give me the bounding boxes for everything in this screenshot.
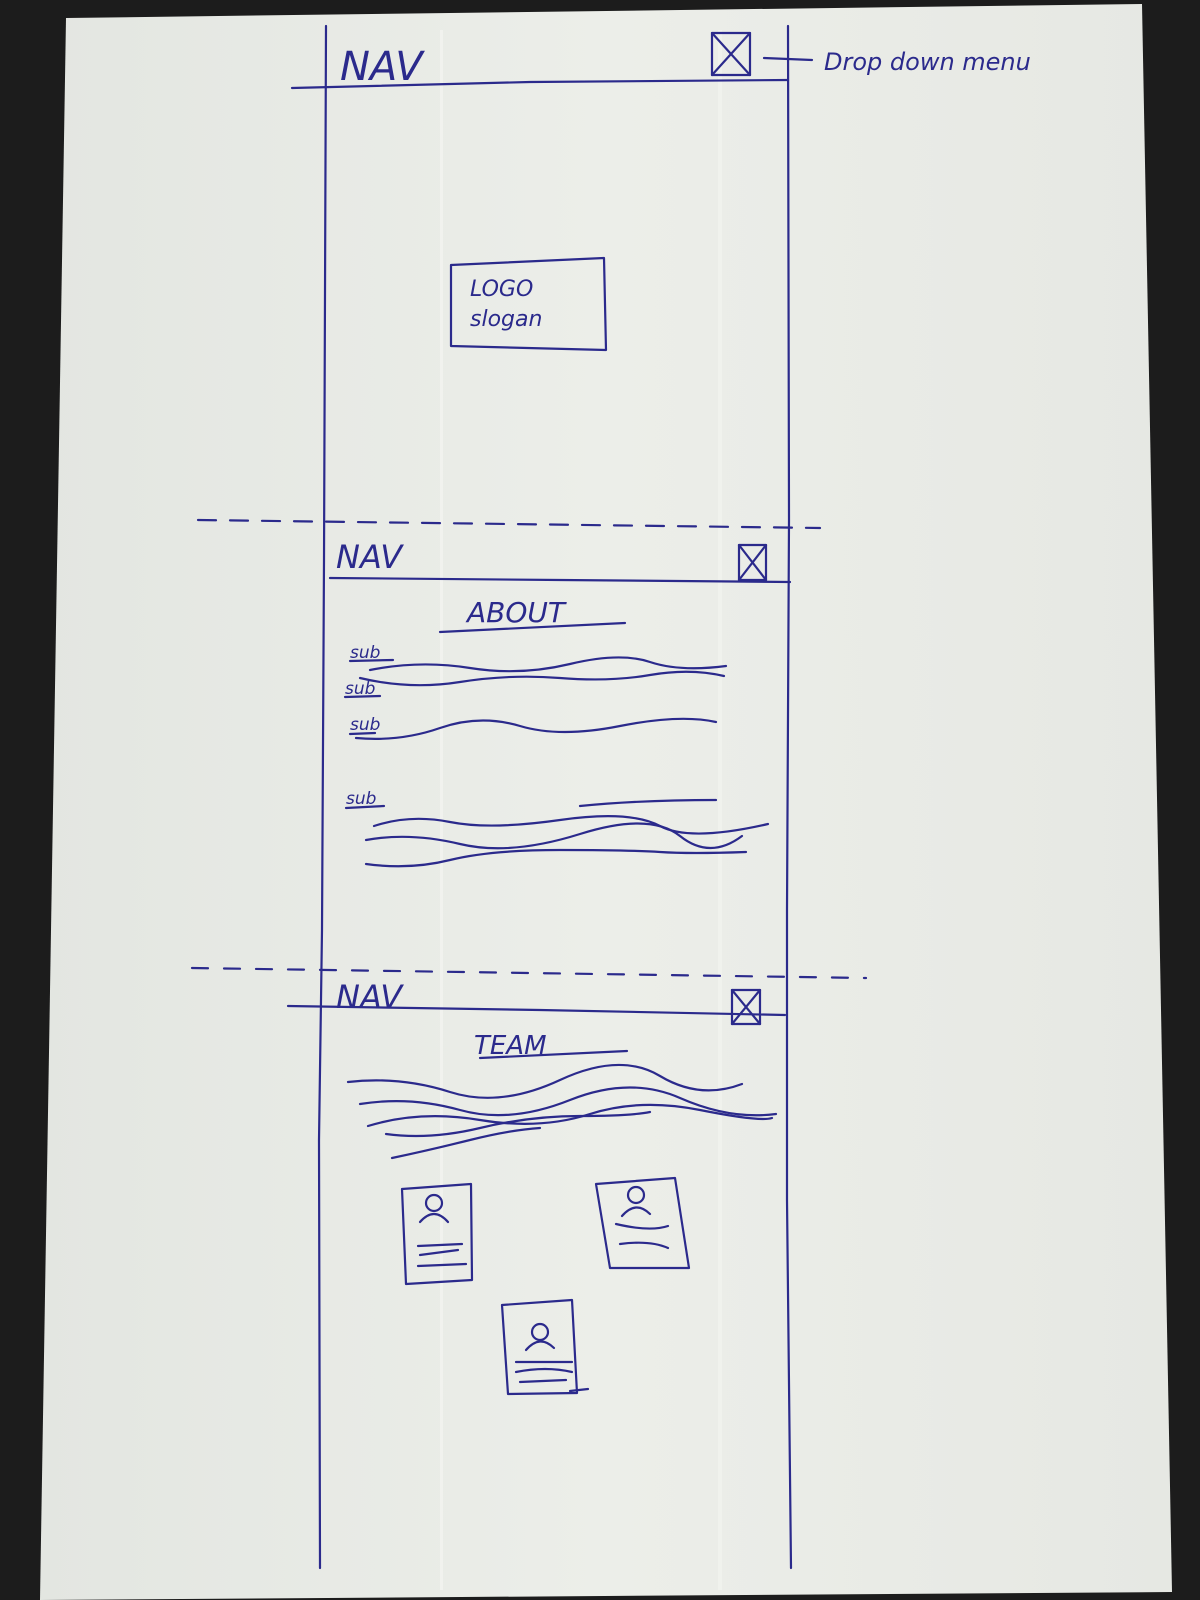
team-member-card [500,1298,590,1396]
text-line-squiggle [358,670,726,687]
dropdown-menu-icon[interactable] [710,31,752,77]
slogan-label: slogan [470,307,542,332]
team-member-card [400,1182,474,1286]
nav-label: NAV [336,538,404,576]
sub-label: sub [350,715,380,735]
text-line-squiggle [384,1110,652,1138]
person-avatar-icon [530,1322,550,1342]
logo-box: LOGO slogan [449,256,608,352]
section-team: NAV TEAM [286,978,787,1396]
sub-label: sub [346,789,376,809]
about-heading-underline [438,621,627,634]
sub-underline [348,658,395,663]
text-line-squiggle [372,815,770,835]
person-avatar-icon [524,1340,556,1352]
text-line-squiggle [346,1063,744,1099]
nav-divider [328,576,792,584]
team-heading-underline [478,1049,629,1060]
nav-divider [286,1004,787,1017]
paper-sheet [40,4,1172,1600]
person-avatar-icon [424,1193,444,1213]
paper-fold-mark [440,30,443,1590]
person-avatar-icon [418,1212,450,1224]
annotation-pointer-line [762,56,814,62]
annotation-text: Drop down menu [824,48,1031,76]
frame-left-edge [317,24,328,1570]
section-about: NAV ABOUT sub sub sub sub [328,538,792,868]
sub-underline [343,694,382,699]
person-avatar-icon [626,1185,646,1205]
nav-divider [290,78,790,90]
sub-label: sub [345,679,375,699]
ink-layer: NAV Drop down menu LOGO slogan NAV [190,24,1031,1570]
sub-underline [344,804,386,810]
person-avatar-icon [620,1206,652,1218]
section-separator [196,518,822,530]
logo-label: LOGO [470,277,533,302]
nav-label: NAV [336,978,404,1016]
text-line-squiggle [364,848,748,868]
text-line-squiggle [578,798,718,808]
section-separator [190,966,868,980]
team-member-card [594,1176,691,1270]
sub-underline [348,731,377,736]
text-line-squiggle [366,1103,774,1128]
nav-label: NAV [340,44,425,90]
text-line-squiggle [358,1086,778,1117]
paper-fold-mark [718,30,722,1590]
section-hero: NAV Drop down menu LOGO slogan [290,31,1031,352]
about-heading: ABOUT [465,596,567,629]
dropdown-menu-icon[interactable] [730,988,762,1026]
frame-right-edge [785,24,793,1570]
text-line-squiggle [364,822,744,850]
sub-label: sub [350,643,380,663]
text-line-squiggle [390,1126,542,1160]
text-line-squiggle [368,656,728,673]
text-line-squiggle [354,717,718,740]
dropdown-menu-icon[interactable] [737,543,768,582]
